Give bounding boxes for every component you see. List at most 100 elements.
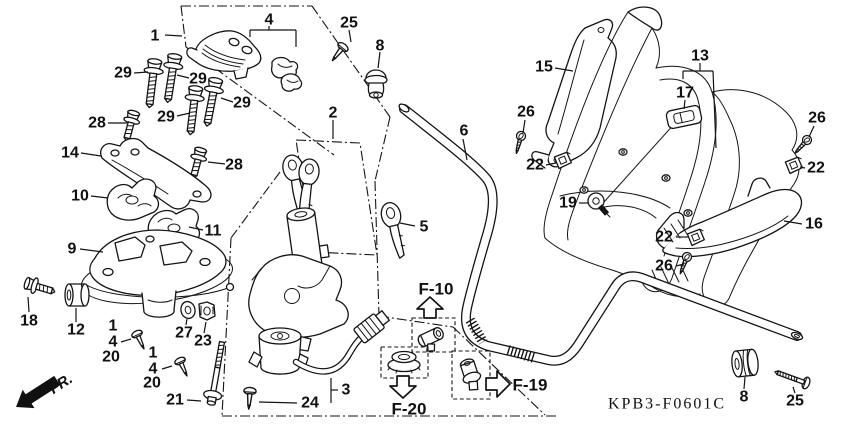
- leader-line: [675, 263, 685, 267]
- part-label-14: 14: [61, 145, 79, 162]
- fr-direction-indicator: FR.: [16, 370, 76, 409]
- arrow-up-icon: [416, 296, 444, 319]
- part-26-screw-drawing: [511, 129, 528, 156]
- leader-line: [545, 162, 557, 166]
- leader-line: [176, 74, 190, 79]
- part-label-3: 3: [342, 382, 351, 399]
- part-label-13: 13: [691, 48, 709, 65]
- part-18-bolt-drawing: [21, 274, 58, 301]
- part-20-screw-drawing: [130, 328, 150, 352]
- f19-part-drawing: [459, 358, 482, 391]
- part-label-26: 26: [517, 104, 535, 121]
- part-label-15: 15: [535, 59, 553, 76]
- section-ref-f10: F-10: [411, 280, 456, 353]
- part-10-holder-front-drawing: [106, 178, 160, 221]
- leader-line: [176, 112, 191, 117]
- part-21-long-bolt-drawing: [203, 340, 226, 406]
- leader-line: [792, 386, 796, 394]
- part-25-screw-right-drawing: [774, 370, 811, 390]
- part-12-bushing-drawing: [64, 283, 90, 307]
- part-label-5: 5: [420, 219, 429, 236]
- part-29-bolt-drawing: [139, 57, 166, 110]
- arrow-right-icon: [485, 370, 511, 398]
- part-19-bolt-drawing: [587, 192, 611, 218]
- leader-line: [743, 376, 746, 390]
- leader-line: [220, 97, 234, 103]
- part-label-12: 12: [67, 322, 85, 339]
- section-ref-label-f10: F-10: [419, 280, 454, 299]
- part-label-22: 22: [655, 229, 673, 246]
- leader-line: [164, 34, 183, 37]
- leader-line: [712, 70, 717, 149]
- part-14-bracket-drawing: [100, 137, 212, 210]
- part-1-upper-cover-drawing: [186, 30, 262, 80]
- leader-line: [161, 365, 173, 370]
- wire-connector: [353, 310, 390, 344]
- knurl-band: [465, 317, 488, 345]
- leader-line: [120, 338, 132, 343]
- f10-part-drawing: [417, 327, 444, 352]
- part-5-spare-key-drawing: [380, 202, 405, 259]
- part-24-screw-drawing: [241, 386, 257, 411]
- part-label-20: 20: [143, 375, 161, 392]
- part-label-9: 9: [68, 241, 77, 258]
- part-label-26: 26: [655, 258, 673, 275]
- section-ref-f20: F-20: [380, 346, 429, 419]
- section-line: [603, 121, 677, 203]
- leader-line: [554, 67, 574, 72]
- part-20-screw-drawing: [173, 355, 193, 379]
- part-15-stay-drawing: [531, 18, 617, 169]
- f20-part-drawing: [387, 350, 421, 374]
- part-label-29: 29: [114, 65, 132, 82]
- leader-line: [79, 248, 104, 253]
- part-17-lid-drawing: [665, 104, 703, 130]
- diagram-code: KPB3-F0601C: [608, 396, 726, 413]
- part-label-29: 29: [233, 95, 251, 112]
- cover-screw-bosses: [579, 148, 693, 217]
- f19-part-box: [451, 350, 491, 400]
- part-label-20: 20: [102, 349, 120, 366]
- part-28-bolt-drawing: [117, 108, 143, 144]
- part-label-8: 8: [376, 38, 385, 55]
- part-label-24: 24: [301, 395, 319, 412]
- part-label-4: 4: [149, 361, 158, 378]
- leader-line: [258, 401, 298, 404]
- leader-line: [133, 71, 149, 74]
- part-label-23: 23: [194, 333, 212, 350]
- leader-line: [377, 51, 381, 69]
- part-label-19: 19: [559, 195, 577, 212]
- leader-line: [783, 220, 803, 225]
- leader-line: [348, 29, 352, 43]
- part-label-22: 22: [526, 157, 544, 174]
- leader-line: [185, 318, 188, 326]
- leader-line: [799, 166, 806, 169]
- part-4-latch-pieces-drawing: [270, 56, 303, 92]
- part-label-4: 4: [109, 334, 118, 351]
- part-label-1: 1: [109, 318, 118, 335]
- part-16-lower-cover-drawing: [655, 177, 803, 258]
- part-23-nut-drawing: [198, 301, 216, 321]
- section-ref-f19: F-19: [451, 350, 548, 400]
- part-label-2: 2: [329, 105, 338, 122]
- part-29-bolt-drawing: [180, 84, 207, 137]
- leader-line: [27, 296, 30, 313]
- part-label-29: 29: [189, 71, 207, 88]
- part-label-4: 4: [265, 12, 274, 29]
- part-label-11: 11: [205, 223, 222, 240]
- leader-line: [462, 138, 468, 161]
- part-label-1: 1: [151, 28, 160, 45]
- part-29-bolt-drawing: [157, 51, 186, 105]
- part-3-lock-assembly-drawing: [248, 207, 390, 375]
- leader-line: [80, 152, 102, 157]
- part-label-17: 17: [676, 85, 694, 102]
- part-label-27: 27: [175, 325, 193, 342]
- part-label-16: 16: [805, 216, 823, 233]
- fr-arrow-icon: [16, 375, 61, 409]
- leader-line: [90, 195, 109, 199]
- arrow-down-icon: [389, 375, 417, 399]
- part-label-21: 21: [166, 392, 184, 409]
- section-ref-label-f19: F-19: [513, 376, 548, 395]
- part-27-washer-drawing: [180, 300, 196, 320]
